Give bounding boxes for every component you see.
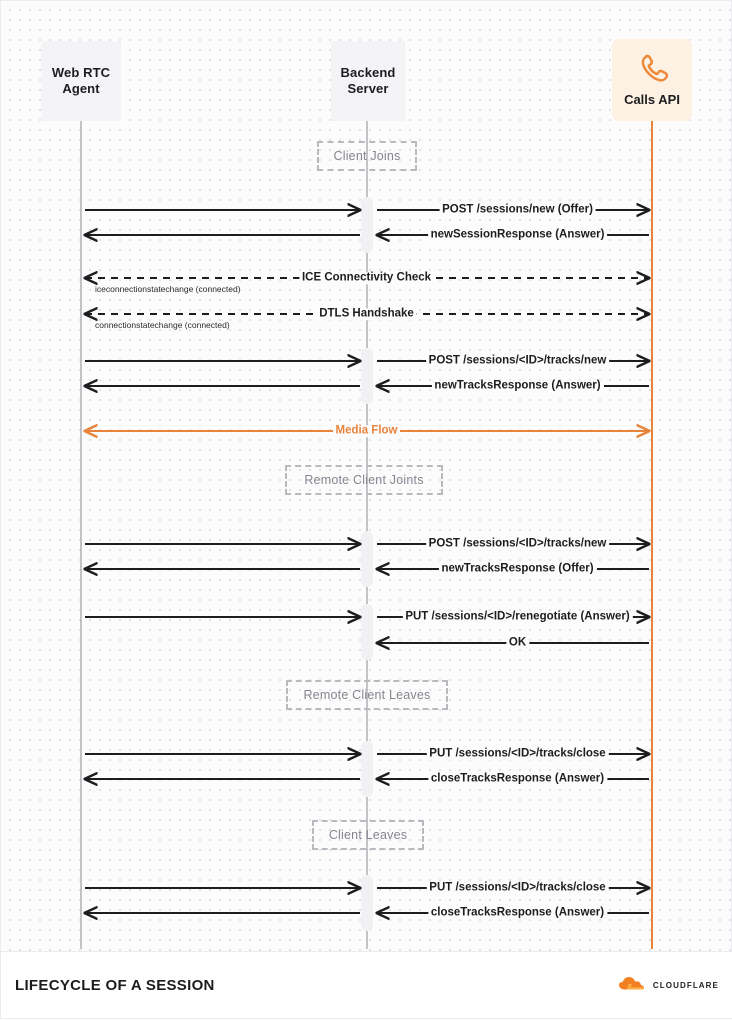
cloudflare-logo: CLOUDFLARE xyxy=(618,974,719,996)
message-label: POST /sessions/new (Offer) xyxy=(439,204,596,216)
participant-label-line1: Calls API xyxy=(624,92,680,107)
participant-label-line1: Backend xyxy=(340,64,396,80)
message-sub-label: iceconnectionstatechange (connected) xyxy=(95,284,241,294)
message-label: closeTracksResponse (Answer) xyxy=(427,773,608,785)
fragment-client-leaves: Client Leaves xyxy=(312,820,424,850)
activation-bars-group xyxy=(361,197,373,931)
message-label: ICE Connectivity Check xyxy=(298,272,435,284)
message-label: PUT /sessions/<ID>/tracks/close xyxy=(426,882,609,894)
message-label: newSessionResponse (Answer) xyxy=(427,229,608,241)
fragment-label: Client Leaves xyxy=(328,828,408,842)
fragment-label: Remote Client Joints xyxy=(304,473,424,487)
message-label: newTracksResponse (Offer) xyxy=(438,563,597,575)
participant-backend-server[interactable]: Backend Server xyxy=(331,41,405,121)
page-title: LIFECYCLE OF A SESSION xyxy=(15,976,215,994)
participant-label-line2: Server xyxy=(347,81,389,96)
participant-webrtc-agent[interactable]: Web RTC Agent xyxy=(41,41,121,121)
message-label: closeTracksResponse (Answer) xyxy=(427,907,608,919)
message-label: OK xyxy=(505,637,530,649)
message-label: Media Flow xyxy=(332,425,401,437)
participant-label-line2: Agent xyxy=(62,81,100,96)
message-label: newTracksResponse (Answer) xyxy=(431,380,604,392)
activation-bar xyxy=(361,197,373,253)
cloud-icon xyxy=(618,974,648,996)
fragment-client-joins: Client Joins xyxy=(317,141,417,171)
activation-bar xyxy=(361,531,373,587)
message-label: POST /sessions/<ID>/tracks/new xyxy=(425,355,610,367)
activation-bar xyxy=(361,348,373,404)
participant-label-line1: Web RTC xyxy=(51,64,111,80)
message-sub-label: connectionstatechange (connected) xyxy=(95,320,230,330)
activation-bar xyxy=(361,875,373,931)
fragment-remote-client-leaves: Remote Client Leaves xyxy=(286,680,448,710)
footer: LIFECYCLE OF A SESSION CLOUDFLARE xyxy=(1,951,732,1018)
fragment-label: Remote Client Leaves xyxy=(303,688,431,702)
message-label: PUT /sessions/<ID>/tracks/close xyxy=(426,748,609,760)
fragment-remote-client-joins: Remote Client Joints xyxy=(285,465,443,495)
activation-bar xyxy=(361,741,373,797)
brand-name: CLOUDFLARE xyxy=(652,980,719,990)
message-label: PUT /sessions/<ID>/renegotiate (Answer) xyxy=(402,611,633,623)
message-label: POST /sessions/<ID>/tracks/new xyxy=(425,538,610,550)
phone-icon xyxy=(635,52,669,88)
fragment-label: Client Joins xyxy=(333,149,401,163)
activation-bar xyxy=(361,604,373,660)
message-label: DTLS Handshake xyxy=(316,308,417,320)
participant-calls-api[interactable]: Calls API xyxy=(612,39,692,121)
